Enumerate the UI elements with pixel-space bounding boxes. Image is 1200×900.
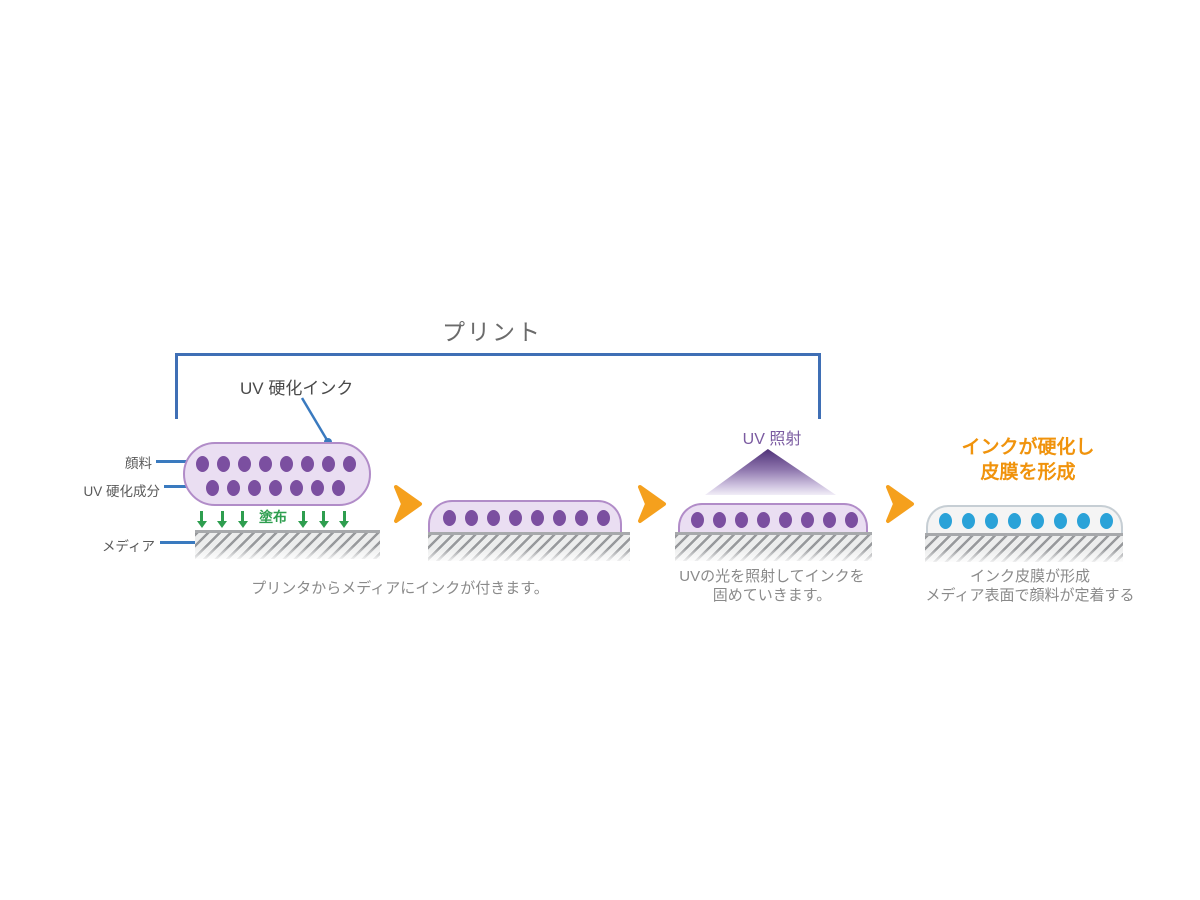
ink-dot: [691, 512, 704, 528]
ink-dot: [575, 510, 588, 526]
ink-dot: [1077, 513, 1090, 529]
ink-dot: [509, 510, 522, 526]
result-heading: インクが硬化し 皮膜を形成: [928, 435, 1128, 485]
ink-drop-stage3: [678, 503, 868, 532]
caption-step4-line2: メディア表面で顔料が定着する: [925, 587, 1135, 604]
cured-ink-film: [926, 505, 1123, 533]
ink-dot: [487, 510, 500, 526]
ink-dot: [301, 456, 314, 472]
caption-step3-line2: 固めていきます。: [712, 587, 832, 604]
ink-dot: [779, 512, 792, 528]
ink-dot: [227, 480, 240, 496]
ink-dot: [238, 456, 251, 472]
pigment-dot-row-stage3: [691, 512, 858, 528]
ink-dot: [597, 510, 610, 526]
ink-dot: [217, 456, 230, 472]
ink-dot: [757, 512, 770, 528]
uv-irradiation-label: UV 照射: [742, 431, 802, 448]
uv-ink-label: UV 硬化インク: [240, 379, 354, 398]
ink-dot: [713, 512, 726, 528]
ink-dot: [311, 480, 324, 496]
ink-dot: [1100, 513, 1113, 529]
caption-step4: インク皮膜が形成 メディア表面で顔料が定着する: [905, 567, 1155, 605]
ink-dot: [259, 456, 272, 472]
result-heading-line2: 皮膜を形成: [980, 462, 1076, 483]
media-label: メディア: [101, 539, 155, 554]
ink-dot: [939, 513, 952, 529]
pigment-dot-row-bottom: [206, 480, 345, 496]
ink-drop-stage2: [428, 500, 622, 532]
ink-dot: [531, 510, 544, 526]
ink-dot: [823, 512, 836, 528]
pigment-dot-row-top: [196, 456, 356, 472]
down-arrow-icon: [339, 511, 350, 528]
pigment-dot-row-stage2: [443, 510, 610, 526]
step-arrow-icon: [638, 485, 666, 523]
ink-dot: [343, 456, 356, 472]
ink-dot: [465, 510, 478, 526]
ink-dot: [280, 456, 293, 472]
caption-step3-line1: UVの光を照射してインクを: [679, 568, 865, 585]
ink-dot: [962, 513, 975, 529]
step-arrow-icon: [394, 485, 422, 523]
down-arrow-icon: [217, 511, 228, 528]
uv-light-cone: [705, 449, 836, 495]
step-arrow-icon: [886, 485, 914, 523]
media-substrate-stage1: [195, 530, 380, 559]
caption-step4-line1: インク皮膜が形成: [969, 568, 1090, 585]
down-arrow-icon: [298, 511, 309, 528]
caption-step3: UVの光を照射してインクを 固めていきます。: [652, 567, 892, 605]
fixed-pigment-dot-row: [939, 513, 1113, 529]
down-arrow-icon: [196, 511, 207, 528]
ink-dot: [196, 456, 209, 472]
ink-drop-stage1: [183, 442, 371, 506]
media-substrate-stage2: [428, 532, 630, 561]
down-arrow-icon: [237, 511, 248, 528]
ink-dot: [248, 480, 261, 496]
media-substrate-stage4: [925, 533, 1123, 562]
ink-dot: [801, 512, 814, 528]
ink-dot: [1008, 513, 1021, 529]
uv-component-label: UV 硬化成分: [83, 484, 160, 499]
ink-dot: [290, 480, 303, 496]
ink-dot: [1031, 513, 1044, 529]
down-arrow-icon: [318, 511, 329, 528]
caption-step1: プリンタからメディアにインクが付きます。: [251, 580, 549, 597]
ink-dot: [332, 480, 345, 496]
media-substrate-stage3: [675, 532, 872, 561]
ink-dot: [735, 512, 748, 528]
print-phase-title: プリント: [442, 319, 542, 345]
ink-dot: [443, 510, 456, 526]
ink-dot: [553, 510, 566, 526]
ink-dot: [1054, 513, 1067, 529]
pigment-label: 顔料: [125, 456, 152, 471]
ink-dot: [269, 480, 282, 496]
ink-dot: [206, 480, 219, 496]
coating-arrows: 塗布: [196, 507, 350, 528]
result-heading-line1: インクが硬化し: [961, 437, 1095, 458]
ink-dot: [322, 456, 335, 472]
ink-dot: [845, 512, 858, 528]
ink-dot: [985, 513, 998, 529]
print-phase-bracket: [175, 353, 821, 419]
coating-label: 塗布: [258, 509, 287, 525]
